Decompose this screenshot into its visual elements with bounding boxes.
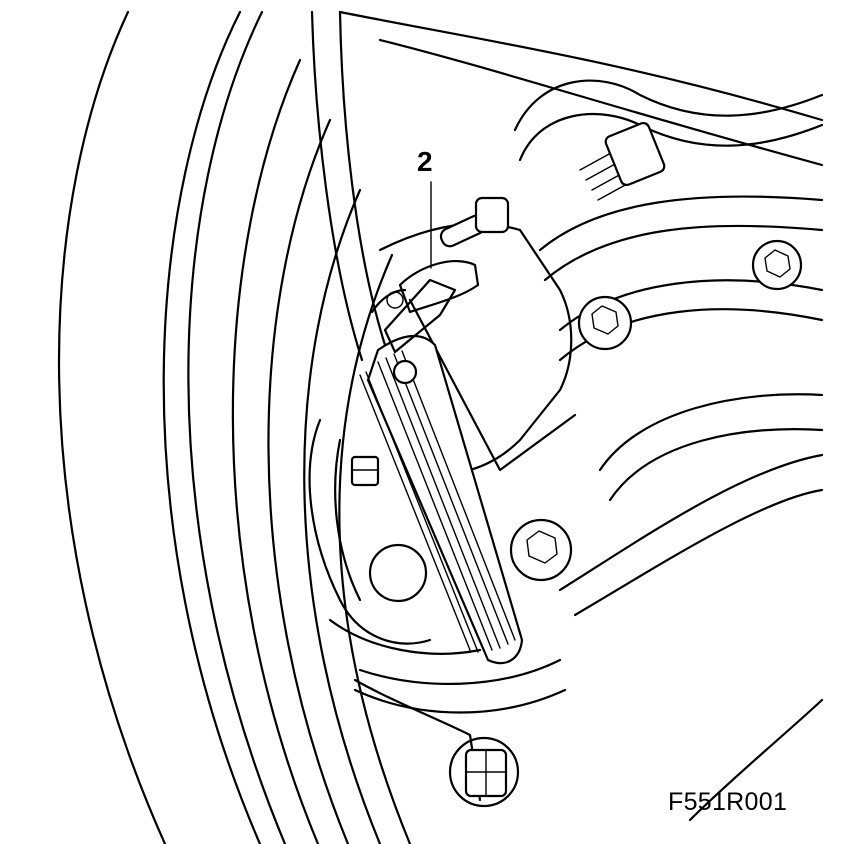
bolt-icon (350, 239, 803, 582)
callout-label-2: 2 (417, 146, 433, 177)
brake-hose-icon (310, 10, 387, 362)
pipes (513, 79, 824, 822)
tool-bar-icon (359, 278, 524, 665)
hose-fitting (579, 121, 666, 201)
figure-id: F551R001 (668, 788, 788, 816)
lower-bracket (353, 678, 520, 808)
bleed-nipple-icon (370, 196, 510, 314)
caliper-icon (308, 222, 577, 714)
wheel-arch-icon (57, 10, 824, 844)
